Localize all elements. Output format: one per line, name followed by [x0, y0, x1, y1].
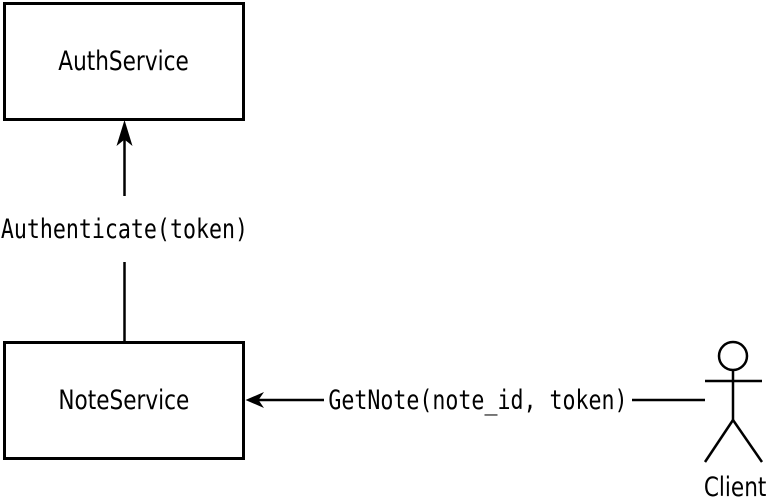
get-note-edge-label: GetNote(note_id, token) — [324, 385, 632, 415]
node-note-service-label: NoteService — [58, 385, 190, 416]
actor-head — [717, 340, 749, 372]
client-actor-icon — [703, 340, 764, 463]
arrow-left-icon — [245, 392, 264, 408]
actor-right-leg — [731, 419, 764, 463]
client-actor-label-text: Client — [703, 471, 766, 503]
authenticate-edge-label: Authenticate(token) — [0, 196, 249, 262]
arrow-up-icon — [116, 120, 133, 146]
authenticate-edge-label-text: Authenticate(token) — [0, 213, 248, 245]
node-auth-service-label: AuthService — [58, 46, 190, 77]
node-note-service: NoteService — [3, 341, 245, 460]
node-auth-service: AuthService — [3, 2, 245, 121]
client-actor-label: Client — [693, 471, 766, 503]
actor-left-leg — [703, 419, 735, 463]
get-note-edge-label-text: GetNote(note_id, token) — [328, 384, 628, 416]
